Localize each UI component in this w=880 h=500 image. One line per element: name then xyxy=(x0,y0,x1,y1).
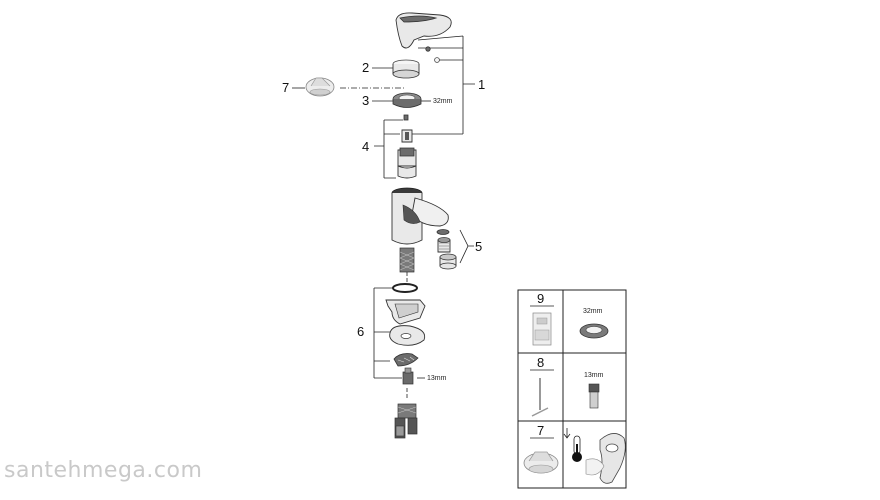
bonnet-nut xyxy=(392,92,422,108)
callout-5: 5 xyxy=(475,239,482,254)
tools-table: 9 32mm 8 13mm 7 xyxy=(517,289,627,489)
supply-hose xyxy=(394,388,418,439)
callout-2: 2 xyxy=(362,60,369,75)
tool-7-number: 7 xyxy=(537,423,544,438)
callout-4: 4 xyxy=(362,139,369,154)
callout-3: 3 xyxy=(362,93,369,108)
callout-group: 1 2 7 3 32mm 4 5 6 13mm xyxy=(282,35,485,382)
dimension-13mm: 13mm xyxy=(427,375,447,382)
tool-8-hex-key-icon xyxy=(531,378,549,417)
aerator-set xyxy=(436,229,457,270)
tool-7-limiter-icon xyxy=(523,451,559,474)
faucet-body xyxy=(391,187,449,282)
callout-6: 6 xyxy=(357,324,364,339)
tool-9-cartridge-icon xyxy=(532,312,552,346)
thermometer-icon xyxy=(563,428,582,462)
dimension-32mm: 32mm xyxy=(433,98,453,105)
callout-1: 1 xyxy=(478,77,485,92)
callout-7: 7 xyxy=(282,80,289,95)
watermark: santehmega.com xyxy=(4,458,203,483)
temperature-limiter-part-7 xyxy=(305,77,335,97)
tool-8-nut-icon xyxy=(588,383,600,409)
tool-8-number: 8 xyxy=(537,355,544,370)
lever-handle xyxy=(395,12,452,63)
tool-9-nut-icon xyxy=(579,323,609,339)
tool-9-dimension: 32mm xyxy=(583,308,603,315)
tool-8-dimension: 13mm xyxy=(584,372,604,379)
tool-9-number: 9 xyxy=(537,291,544,306)
faucet-lever-icon xyxy=(585,433,626,484)
mounting-kit xyxy=(385,283,426,385)
cover-cap xyxy=(392,59,420,79)
cartridge-assembly xyxy=(397,114,417,179)
